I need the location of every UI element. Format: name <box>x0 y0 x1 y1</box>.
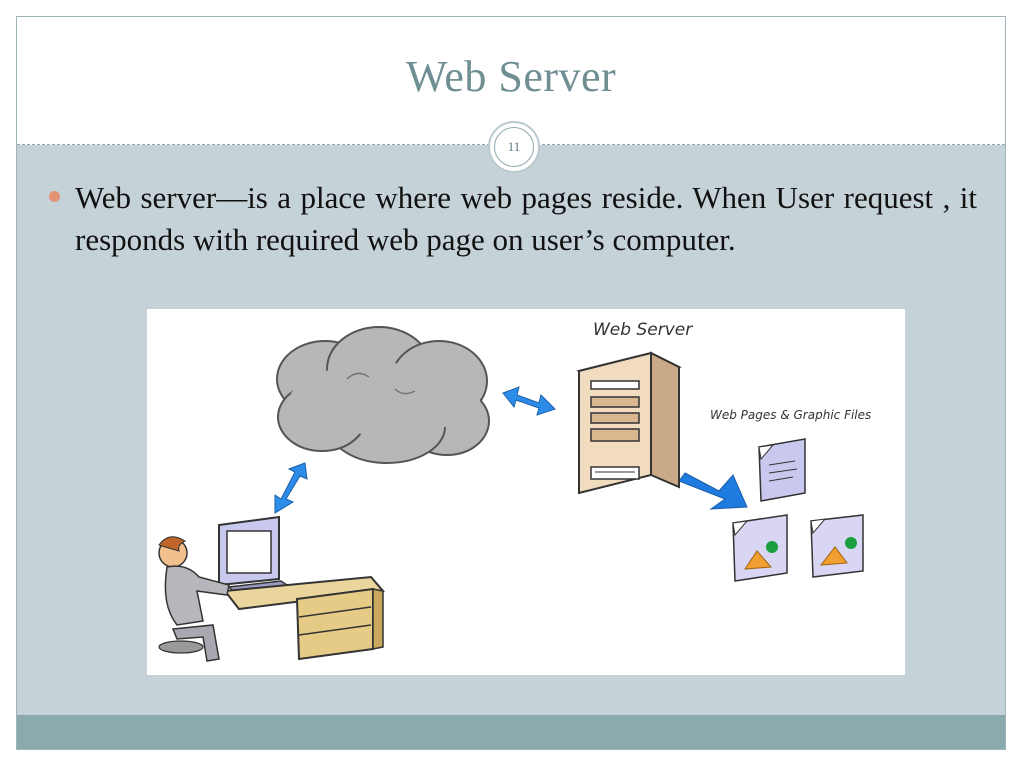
server-icon <box>576 351 682 495</box>
arrow-cloud-server-icon <box>502 386 556 416</box>
page-number: 11 <box>494 127 534 167</box>
web-server-diagram: Web Server Web Pages & Graphic Files <box>147 309 905 675</box>
bullet-item: Web server—is a place where web pages re… <box>49 177 977 261</box>
files-label: Web Pages & Graphic Files <box>710 408 871 422</box>
server-label: Web Server <box>593 320 693 340</box>
diagram-svg: Web Server Web Pages & Graphic Files <box>158 320 871 662</box>
arrow-user-cloud-icon <box>274 462 308 514</box>
user-at-computer-icon <box>158 515 385 662</box>
page-number-badge: 11 <box>488 121 540 173</box>
graphic-file-icon <box>732 514 788 582</box>
slide: Web Server 11 Web server—is a place wher… <box>16 16 1006 750</box>
cloud-icon <box>276 326 490 464</box>
bullet-text: Web server—is a place where web pages re… <box>75 180 977 257</box>
bullet-icon <box>49 191 60 202</box>
web-page-file-icon <box>758 438 806 502</box>
arrow-files-server-icon <box>678 472 748 510</box>
graphic-file-icon <box>810 514 864 578</box>
footer-band <box>17 715 1005 749</box>
slide-title: Web Server <box>405 52 617 101</box>
